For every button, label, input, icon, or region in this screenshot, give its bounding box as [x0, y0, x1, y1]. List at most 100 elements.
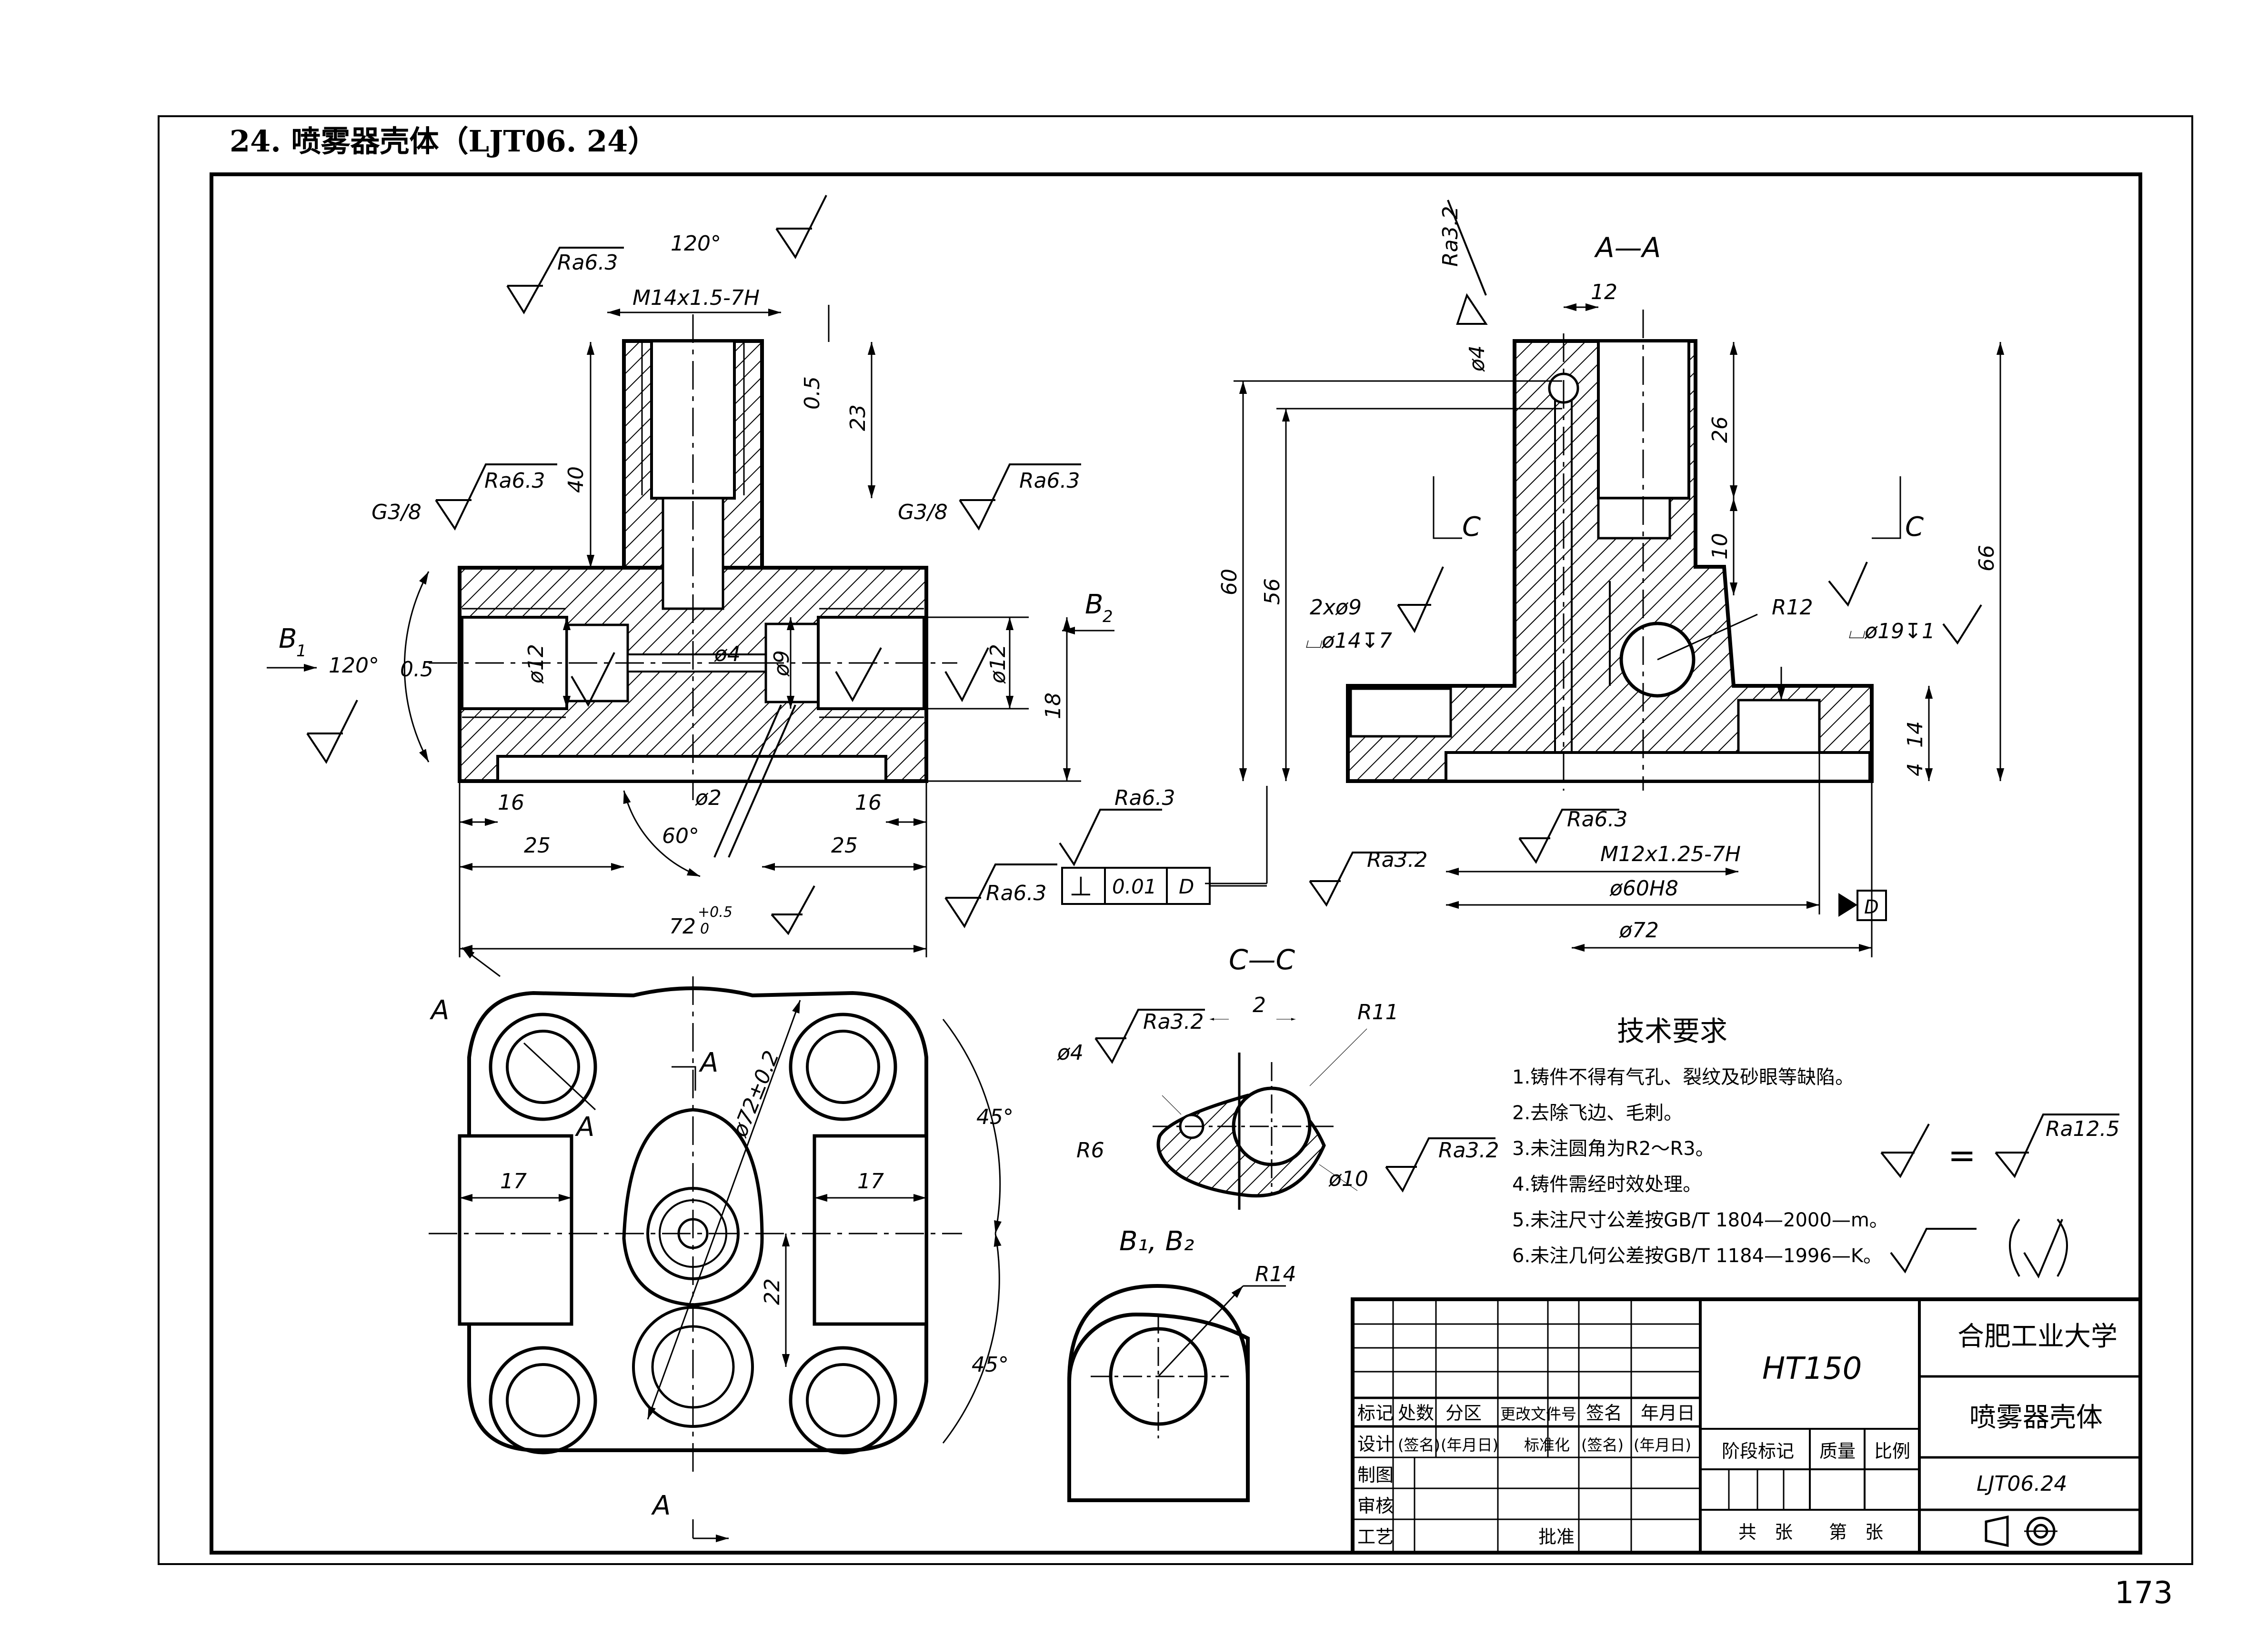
- tb-r2-c3: (年月日): [1441, 1436, 1498, 1454]
- aa-dim-56: 56: [1260, 578, 1285, 605]
- tech-item-1: 1.铸件不得有气孔、裂纹及砂眼等缺陷。: [1512, 1066, 1854, 1088]
- dim-phi12-right: ø12: [986, 644, 1010, 684]
- aa-dim-26: 26: [1708, 416, 1732, 443]
- ra-equals: =: [1948, 1136, 1976, 1175]
- dim-16-right: 16: [855, 791, 882, 815]
- ra-left: Ra6.3: [484, 469, 545, 493]
- tb-r5-label: 工艺: [1357, 1526, 1394, 1547]
- view-b2-letter: B: [1085, 589, 1103, 620]
- top-dimensions: [460, 947, 1002, 1538]
- aa-dim-14: 14: [1903, 721, 1927, 748]
- cc-dim-phi10: ø10: [1328, 1167, 1368, 1191]
- tb-school: 合肥工业大学: [1957, 1321, 2117, 1352]
- dim-18: 18: [1041, 693, 1065, 719]
- tb-approve: 批准: [1538, 1526, 1575, 1547]
- fcf-ra: Ra6.3: [1114, 786, 1175, 810]
- top-dim-22: 22: [760, 1278, 784, 1305]
- tb-scale: 比例: [1874, 1441, 1910, 1462]
- dim-40: 40: [564, 466, 588, 493]
- tb-r1-c3: 分区: [1445, 1403, 1482, 1424]
- tech-title: 技术要求: [1617, 1015, 1727, 1047]
- aa-labels: A—A 12 C C R12 2xø9 ⌴ø14↧7 ⌴ø19↧1 Ra6.3 …: [1217, 206, 1999, 943]
- tb-r4-label: 审核: [1357, 1495, 1394, 1516]
- dim-05-top: 0.5: [800, 376, 824, 410]
- ra-general: Ra12.5: [2046, 1117, 2120, 1141]
- top-a-bottom: A: [651, 1490, 671, 1521]
- tb-r1-c2: 处数: [1398, 1403, 1434, 1424]
- aa-dim-10: 10: [1708, 533, 1732, 560]
- dim-phi2: ø2: [695, 786, 722, 810]
- datum-d: D: [1838, 890, 1887, 921]
- view-b-r14: R14: [1255, 1262, 1296, 1286]
- fcf-datum: D: [1179, 875, 1194, 898]
- dim-05-left: 0.5: [400, 657, 433, 682]
- aa-ra-left: Ra3.2: [1367, 848, 1428, 872]
- cc-dim-phi4: ø4: [1057, 1041, 1084, 1065]
- front-labels: 120° Ra6.3 M14x1.5-7H Ra6.3 Ra6.3 G3/8 G…: [279, 231, 1113, 939]
- tb-r2-c1: 设计: [1357, 1434, 1394, 1455]
- aa-dim-phi72: ø72: [1619, 918, 1659, 943]
- aa-thread-m12: M12x1.25-7H: [1600, 842, 1741, 866]
- angle-45-bottom: 45°: [972, 1353, 1009, 1377]
- dim-72-tol-up: +0.5: [698, 904, 733, 921]
- tb-r1-c4: 更改文件号: [1500, 1405, 1576, 1423]
- title-block-text: HT150 合肥工业大学 喷雾器壳体 LJT06.24 标记 处数 分区 更改文…: [1357, 1321, 2117, 1547]
- dim-phi9: ø9: [770, 650, 794, 677]
- datum-d-label: D: [1864, 896, 1879, 918]
- top-a-mid: A: [699, 1047, 718, 1078]
- view-b1-letter: B: [279, 623, 297, 654]
- cut-c-right: C: [1905, 512, 1924, 542]
- tech-requirements: 技术要求 1.铸件不得有气孔、裂纹及砂眼等缺陷。 2.去除飞边、毛刺。 3.未注…: [1512, 1015, 2120, 1279]
- front-dimensions: [267, 305, 1114, 957]
- title-block: [1351, 1297, 2142, 1555]
- cc-labels: C—C 2 R11 Ra3.2 ø4 R6 ø10 Ra3.2: [1057, 943, 1499, 1191]
- aa-cbore-left: ⌴ø14↧7: [1305, 629, 1392, 653]
- tb-drawing-no: LJT06.24: [1977, 1472, 2067, 1496]
- tb-r1-c6: 年月日: [1641, 1403, 1695, 1424]
- tech-item-3: 3.未注圆角为R2～R3。: [1512, 1138, 1715, 1160]
- thread-m14: M14x1.5-7H: [632, 286, 760, 310]
- tb-r2-c2: (签名): [1398, 1436, 1440, 1454]
- aa-cbore-right: ⌴ø19↧1: [1848, 619, 1935, 643]
- tb-r3-label: 制图: [1357, 1465, 1394, 1485]
- tb-part-name: 喷雾器壳体: [1969, 1402, 2103, 1433]
- dim-72-tol-low: 0: [700, 921, 709, 937]
- aa-dim-r12: R12: [1772, 595, 1813, 620]
- tech-item-6: 6.未注几何公差按GB/T 1184—1996—K。: [1512, 1245, 1882, 1267]
- top-dim-phi72: ø72±0.2: [728, 1047, 784, 1141]
- section-aa: [1346, 310, 1874, 791]
- aa-ra-m12: Ra6.3: [1567, 807, 1628, 832]
- front-surface-symbols: [306, 195, 1081, 935]
- thread-g38-right: G3/8: [898, 500, 948, 524]
- aa-ra-top: Ra3.2: [1438, 206, 1463, 267]
- dim-25-left: 25: [524, 833, 551, 858]
- tech-item-5: 5.未注尺寸公差按GB/T 1804—2000—m。: [1512, 1209, 1888, 1231]
- aa-surface-symbols: [1309, 200, 1982, 907]
- tech-item-4: 4.铸件需经时效处理。: [1512, 1174, 1702, 1195]
- cc-dim-r6: R6: [1076, 1138, 1104, 1163]
- cc-surface-symbols: [1094, 1009, 1495, 1193]
- view-b1-sub: 1: [296, 642, 307, 661]
- aa-dim-4: 4: [1903, 763, 1927, 776]
- page-title: 24. 喷雾器壳体（LJT06. 24）: [230, 124, 657, 159]
- aa-body: [1346, 339, 1874, 783]
- fcf-tolerance: 0.01: [1112, 875, 1157, 898]
- angle-120-left: 120°: [329, 653, 379, 678]
- ra-top: Ra6.3: [557, 251, 618, 275]
- aa-dim-60: 60: [1217, 569, 1242, 595]
- tb-material: HT150: [1762, 1351, 1862, 1386]
- ra-bottom: Ra6.3: [986, 881, 1047, 905]
- section-aa-label: A—A: [1594, 231, 1661, 264]
- top-dim-17-left: 17: [500, 1169, 527, 1194]
- section-cc-label: C—C: [1229, 943, 1295, 976]
- cc-ra-top: Ra3.2: [1143, 1010, 1204, 1034]
- dim-phi12-left: ø12: [524, 644, 548, 684]
- aa-holes-2x: 2xø9: [1310, 595, 1362, 620]
- top-view: [429, 976, 962, 1472]
- view-b-label: B₁, B₂: [1119, 1226, 1194, 1257]
- front-view: [429, 314, 957, 858]
- angle-45-top: 45°: [976, 1105, 1014, 1129]
- cc-ra-right: Ra3.2: [1438, 1138, 1499, 1163]
- top-outline: [467, 986, 928, 1452]
